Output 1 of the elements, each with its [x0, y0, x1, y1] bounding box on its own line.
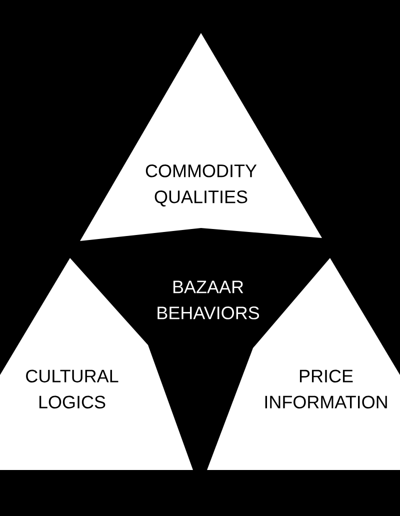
triangle-panel: COMMODITY QUALITIES: [80, 33, 322, 241]
